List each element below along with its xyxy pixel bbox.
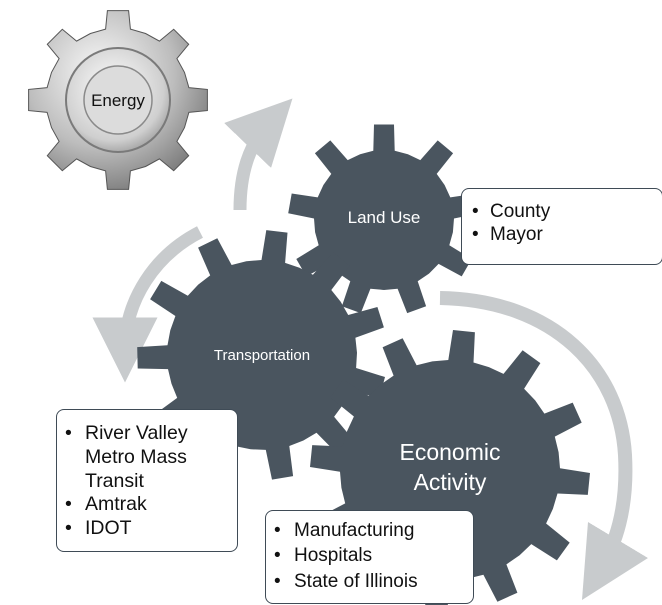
land-use-list: County Mayor — [470, 200, 652, 247]
energy-hub-center — [83, 65, 153, 135]
economic-activity-list: Manufacturing Hospitals State of Illinoi… — [272, 518, 467, 594]
transportation-label: Transportation — [214, 347, 310, 364]
list-item: State of Illinois — [272, 569, 467, 595]
list-item: River Valley Metro Mass Transit — [63, 422, 231, 493]
transportation-list: River Valley Metro Mass Transit Amtrak I… — [63, 422, 231, 541]
list-item: County — [470, 200, 652, 223]
list-item: Amtrak — [63, 493, 231, 517]
list-item: IDOT — [63, 517, 231, 541]
land-use-stakeholders-box: County Mayor — [461, 188, 662, 265]
arrow-transport-to-landuse — [224, 98, 293, 211]
land-use-label: Land Use — [348, 208, 421, 227]
economic-activity-label-line2: Activity — [414, 469, 487, 495]
economic-activity-label-line1: Economic — [400, 439, 501, 465]
transportation-stakeholders-box: River Valley Metro Mass Transit Amtrak I… — [56, 409, 238, 552]
economic-activity-stakeholders-box: Manufacturing Hospitals State of Illinoi… — [265, 510, 474, 604]
list-item: Hospitals — [272, 543, 467, 569]
arrow-landuse-to-transport — [92, 226, 204, 383]
list-item: Manufacturing — [272, 518, 467, 544]
energy-label: Energy — [91, 91, 145, 110]
energy-gear: Energy — [28, 10, 208, 190]
list-item: Mayor — [470, 223, 652, 246]
arrow-economic-cycle — [439, 291, 649, 601]
